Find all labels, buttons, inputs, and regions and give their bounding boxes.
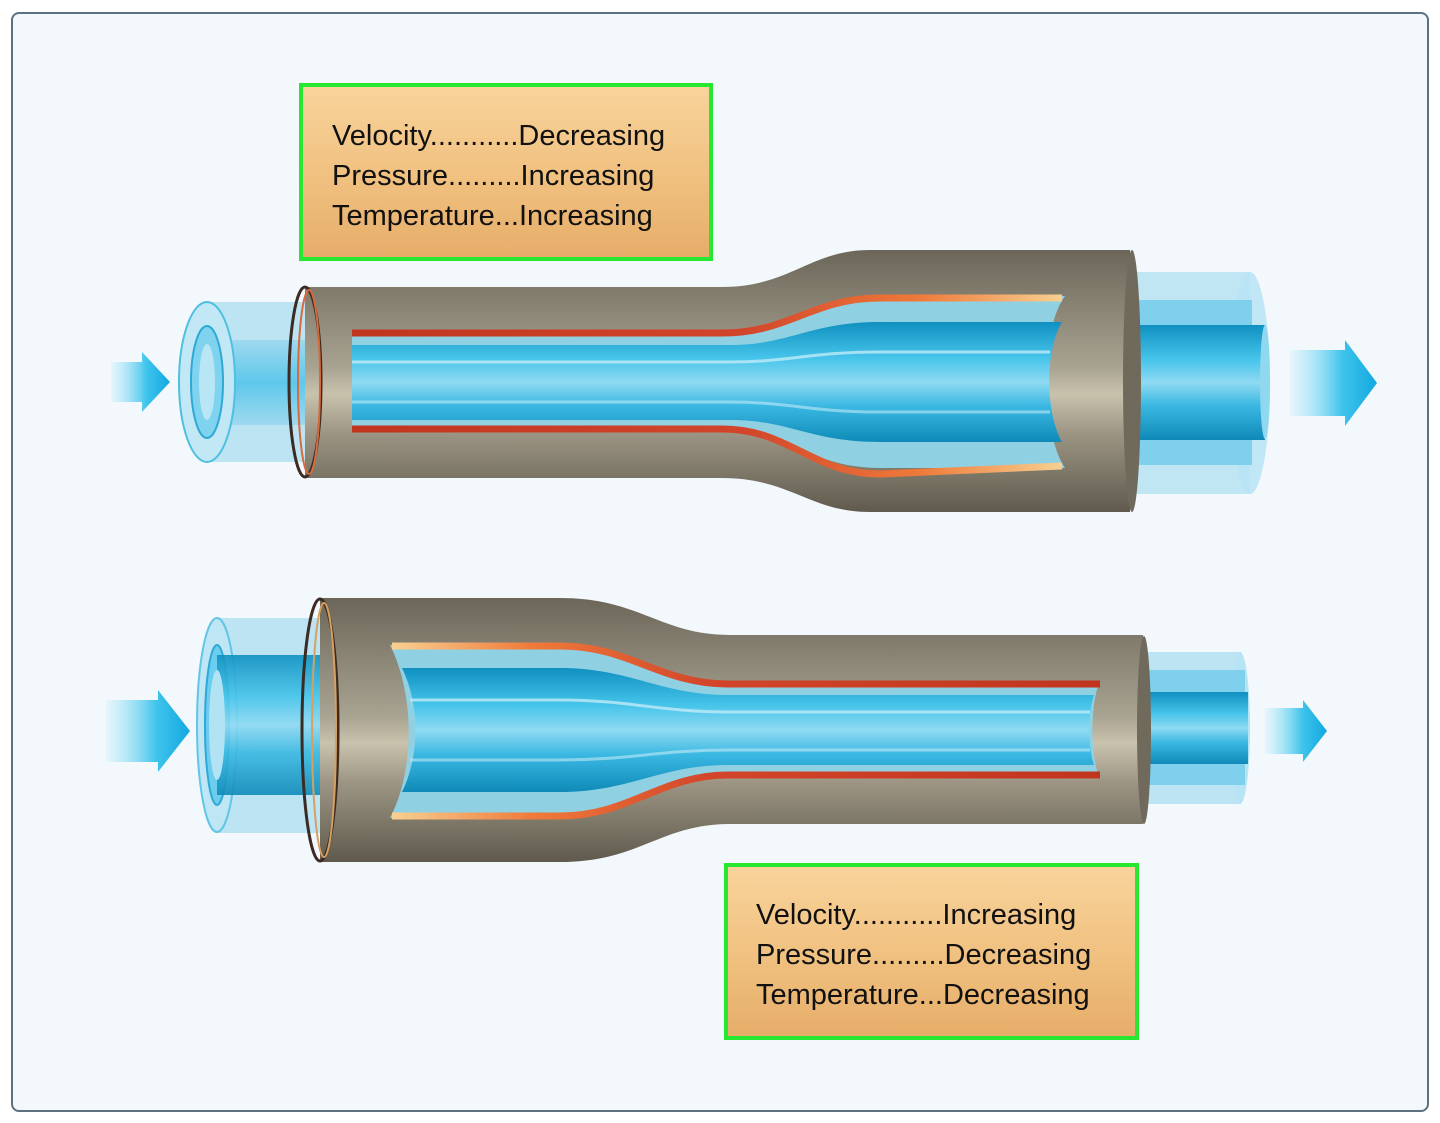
outlet-stream-top (1130, 272, 1270, 494)
diffuser-pressure-text: Pressure.........Increasing (332, 160, 655, 192)
nozzle-velocity-text: Velocity...........Increasing (756, 899, 1077, 931)
outflow-arrow-top (1290, 340, 1377, 426)
nozzle-inlet-rim (300, 597, 340, 863)
nozzle-lower-lining (392, 771, 1100, 820)
diffuser-lower-lining (352, 425, 1063, 478)
diffuser-label-box: Velocity...........Decreasing Pressure..… (299, 83, 713, 261)
inlet-stream-top (178, 301, 315, 463)
nozzle-assembly (106, 597, 1327, 863)
inlet-stream-bottom (196, 617, 325, 833)
diffuser-assembly (111, 250, 1377, 512)
outflow-arrow-bottom (1265, 700, 1327, 762)
nozzle-upper-lining (392, 642, 1100, 688)
nozzle-label-box: Velocity...........Increasing Pressure..… (724, 863, 1139, 1040)
diffuser-upper-lining (352, 294, 1062, 337)
nozzle-pressure-text: Pressure.........Decreasing (756, 939, 1092, 971)
inflow-arrow-bottom (106, 690, 190, 772)
nozzle-temperature-text: Temperature...Decreasing (756, 979, 1090, 1011)
diffuser-temperature-text: Temperature...Increasing (332, 200, 653, 232)
diagram-frame (11, 12, 1429, 1112)
outlet-stream-bottom (1140, 652, 1250, 804)
diffuser-velocity-text: Velocity...........Decreasing (332, 120, 666, 152)
inflow-arrow-top (111, 352, 170, 412)
